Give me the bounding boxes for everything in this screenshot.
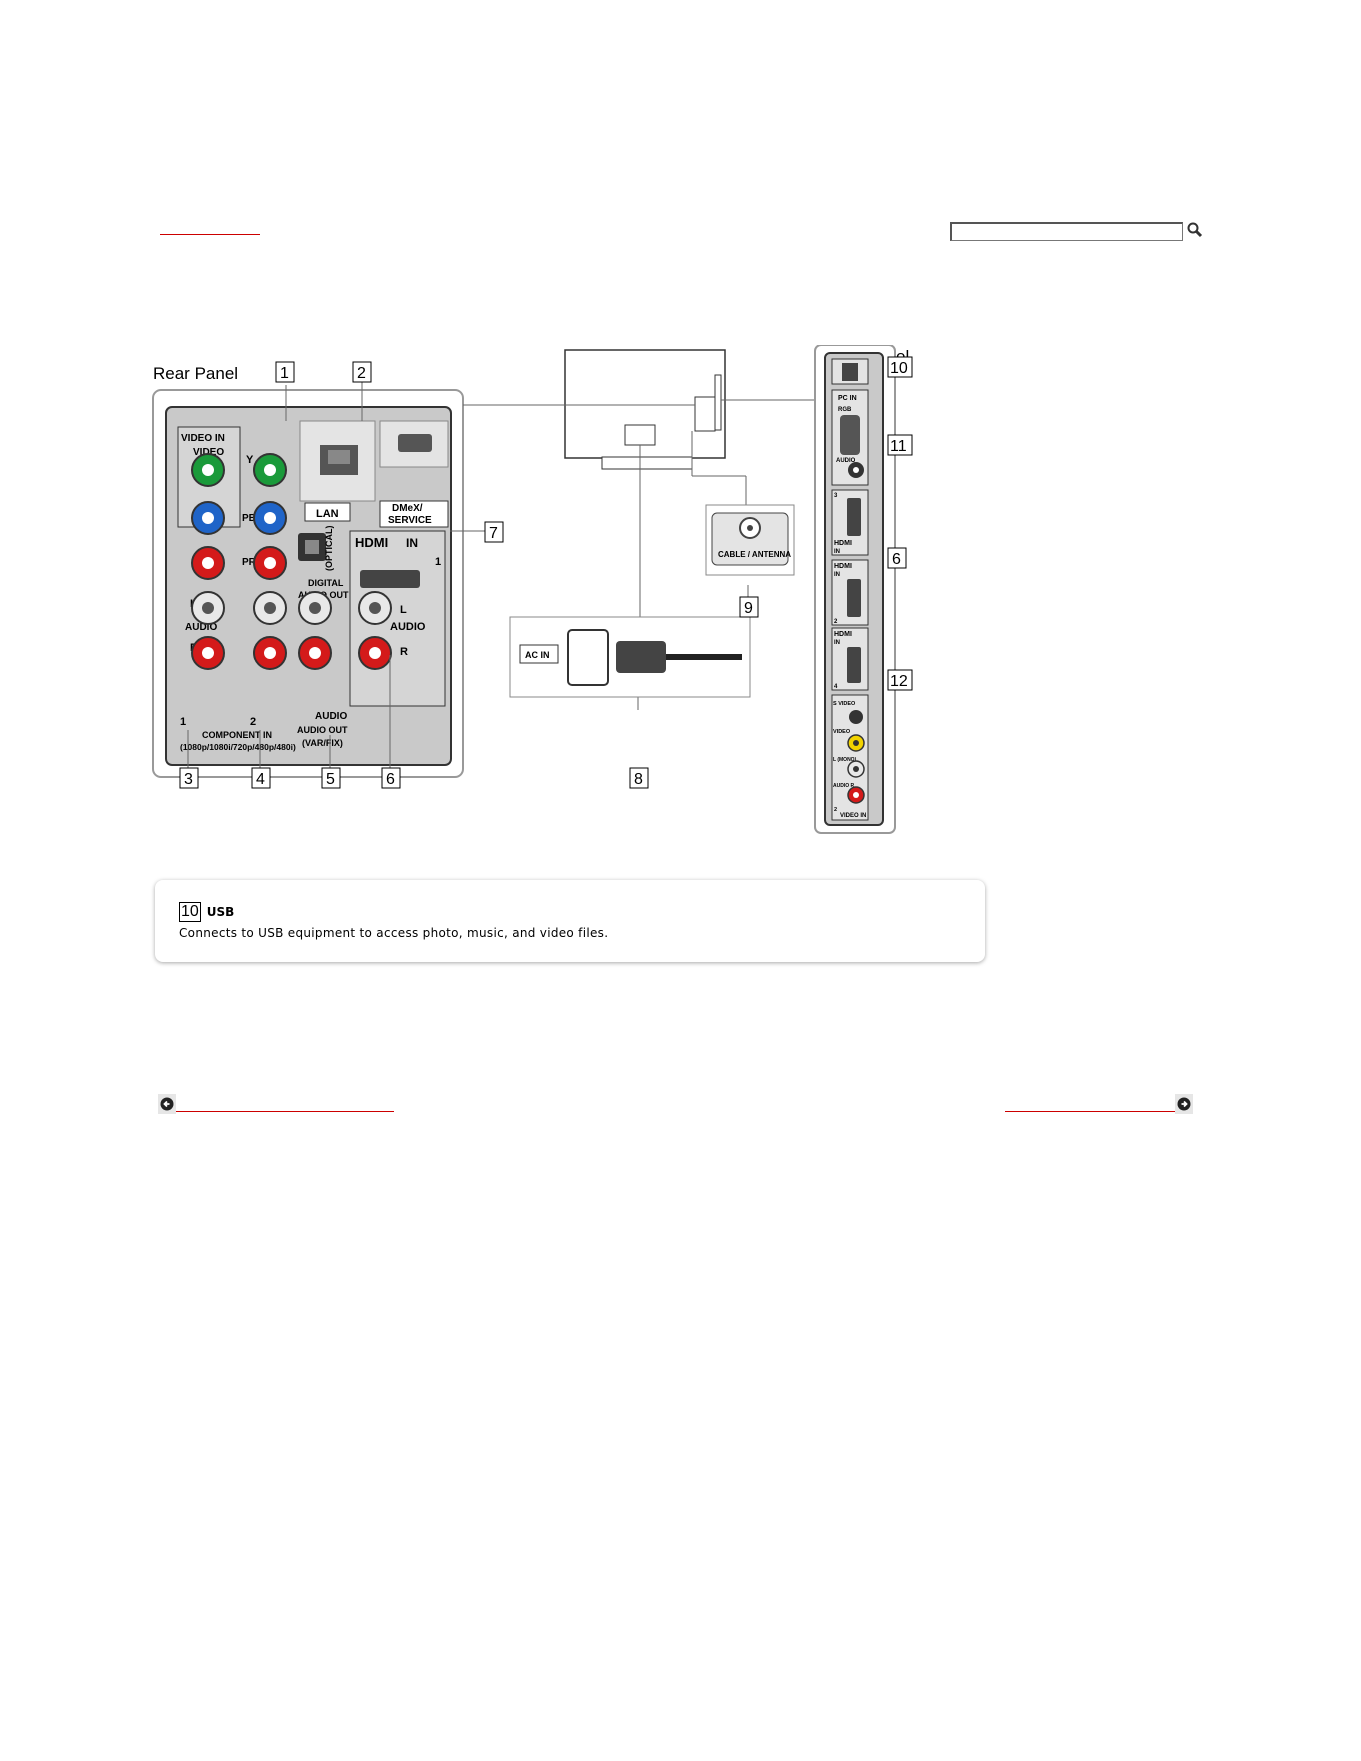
- callout-8: 8: [634, 771, 643, 788]
- y-label: Y: [246, 454, 254, 466]
- prev-page-label[interactable]: [176, 1111, 394, 1112]
- next-page-link[interactable]: [1005, 1094, 1193, 1114]
- rear-panel-title: Rear Panel: [153, 364, 238, 383]
- hdmi-3-in: IN: [834, 549, 840, 555]
- hdmi-3-port: [847, 498, 861, 536]
- callout-4: 4: [256, 771, 265, 788]
- callout-6: 6: [386, 771, 395, 788]
- hdmi-4-port: [847, 647, 861, 683]
- rgb-port: [840, 415, 860, 455]
- cable-antenna-label: CABLE / ANTENNA: [718, 550, 791, 559]
- prev-page-link[interactable]: [158, 1094, 394, 1114]
- lan-label: LAN: [316, 508, 339, 520]
- input-2-label: 2: [250, 716, 256, 728]
- audio-out-audio-label: AUDIO: [315, 711, 347, 722]
- dmex-port: [398, 434, 432, 452]
- jacks-column-2: [253, 453, 287, 670]
- rgb-label: RGB: [838, 407, 852, 413]
- callout-11: 11: [890, 438, 907, 455]
- description-title: USB: [206, 905, 235, 919]
- component-res-label: (1080p/1080i/720p/480p/480i): [180, 742, 296, 752]
- input-1-label: 1: [180, 716, 186, 728]
- callout-7: 7: [489, 525, 498, 542]
- optical-label: (OPTICAL): [324, 526, 334, 572]
- arrow-left-icon[interactable]: [158, 1094, 176, 1114]
- description-card: 10 USB Connects to USB equipment to acce…: [155, 880, 985, 962]
- hdmi-audio-r: R: [400, 646, 408, 658]
- hdmi-4-in: IN: [834, 640, 840, 646]
- video-in-2-label: VIDEO IN: [840, 813, 866, 819]
- audio-out-jacks: [298, 591, 392, 670]
- callout-2: 2: [357, 365, 366, 382]
- callout-9: 9: [744, 600, 753, 617]
- video-in-label: VIDEO IN: [181, 433, 225, 444]
- hdmi-1-logo: HDMI: [355, 535, 388, 550]
- hdmi-4-num: 4: [834, 684, 838, 690]
- hdmi-2-in: IN: [834, 572, 840, 578]
- audio-out-label: AUDIO OUT: [297, 725, 348, 735]
- hdmi-1-num: 1: [435, 556, 441, 568]
- pb-label: PB: [242, 513, 256, 524]
- callouts: 1 2 3 4 5 6 7 8 9 10 11 6 12: [179, 356, 913, 789]
- callout-3: 3: [184, 771, 193, 788]
- ac-in-port: [567, 629, 609, 686]
- pc-in-label: PC IN: [838, 395, 857, 402]
- component-in-label: COMPONENT IN: [202, 730, 272, 740]
- ac-in-label: AC IN: [525, 650, 550, 660]
- description-text: Connects to USB equipment to access phot…: [179, 926, 609, 940]
- callout-5: 5: [326, 771, 335, 788]
- dmex-label-2: SERVICE: [388, 515, 432, 526]
- hdmi-3-num: 3: [834, 493, 838, 499]
- usb-port: [842, 363, 858, 381]
- pr-label: PR: [242, 557, 257, 568]
- side-video-label: VIDEO: [833, 729, 851, 735]
- callout-1: 1: [280, 365, 289, 382]
- power-plug: [616, 641, 666, 673]
- audio-label-left: AUDIO: [185, 622, 217, 633]
- side-audio-r-label: AUDIO R: [833, 783, 855, 789]
- description-header: 10 USB: [179, 902, 234, 922]
- callout-6-side: 6: [892, 551, 901, 568]
- s-video-jack: [849, 710, 863, 724]
- video-in-2-num: 2: [834, 807, 837, 813]
- hdmi-3-logo: HDMI: [834, 540, 852, 547]
- hdmi-2-port: [847, 579, 861, 617]
- description-number: 10: [179, 902, 201, 922]
- hdmi-4-logo: HDMI: [834, 631, 852, 638]
- hdmi-audio-l: L: [400, 604, 407, 616]
- digital-audio-out-1: DIGITAL: [308, 578, 344, 588]
- callout-10: 10: [890, 360, 908, 377]
- jacks-column-1: [191, 453, 225, 670]
- arrow-right-icon[interactable]: [1175, 1094, 1193, 1114]
- connection-diagram: Rear Panel Side Panel LAN DMeX/ SERVICE …: [152, 345, 913, 834]
- top-link[interactable]: [160, 224, 260, 235]
- video-label: VIDEO: [193, 447, 224, 458]
- var-fix-label: (VAR/FIX): [302, 738, 343, 748]
- l-mono-label: L (MONO): [833, 757, 857, 763]
- pc-audio-label: AUDIO: [836, 458, 856, 464]
- hdmi-audio-label: AUDIO: [390, 621, 426, 633]
- hdmi-2-num: 2: [834, 619, 838, 625]
- hdmi-1-in-label: IN: [406, 536, 418, 550]
- dmex-label-1: DMeX/: [392, 503, 423, 514]
- hdmi-2-logo: HDMI: [834, 563, 852, 570]
- search-icon[interactable]: [1186, 221, 1204, 239]
- callout-12: 12: [890, 673, 908, 690]
- search-input[interactable]: [950, 221, 1183, 241]
- next-page-label[interactable]: [1005, 1111, 1175, 1112]
- search-area: [950, 220, 1203, 241]
- s-video-label: S VIDEO: [833, 701, 856, 707]
- hdmi-1-port: [360, 570, 420, 588]
